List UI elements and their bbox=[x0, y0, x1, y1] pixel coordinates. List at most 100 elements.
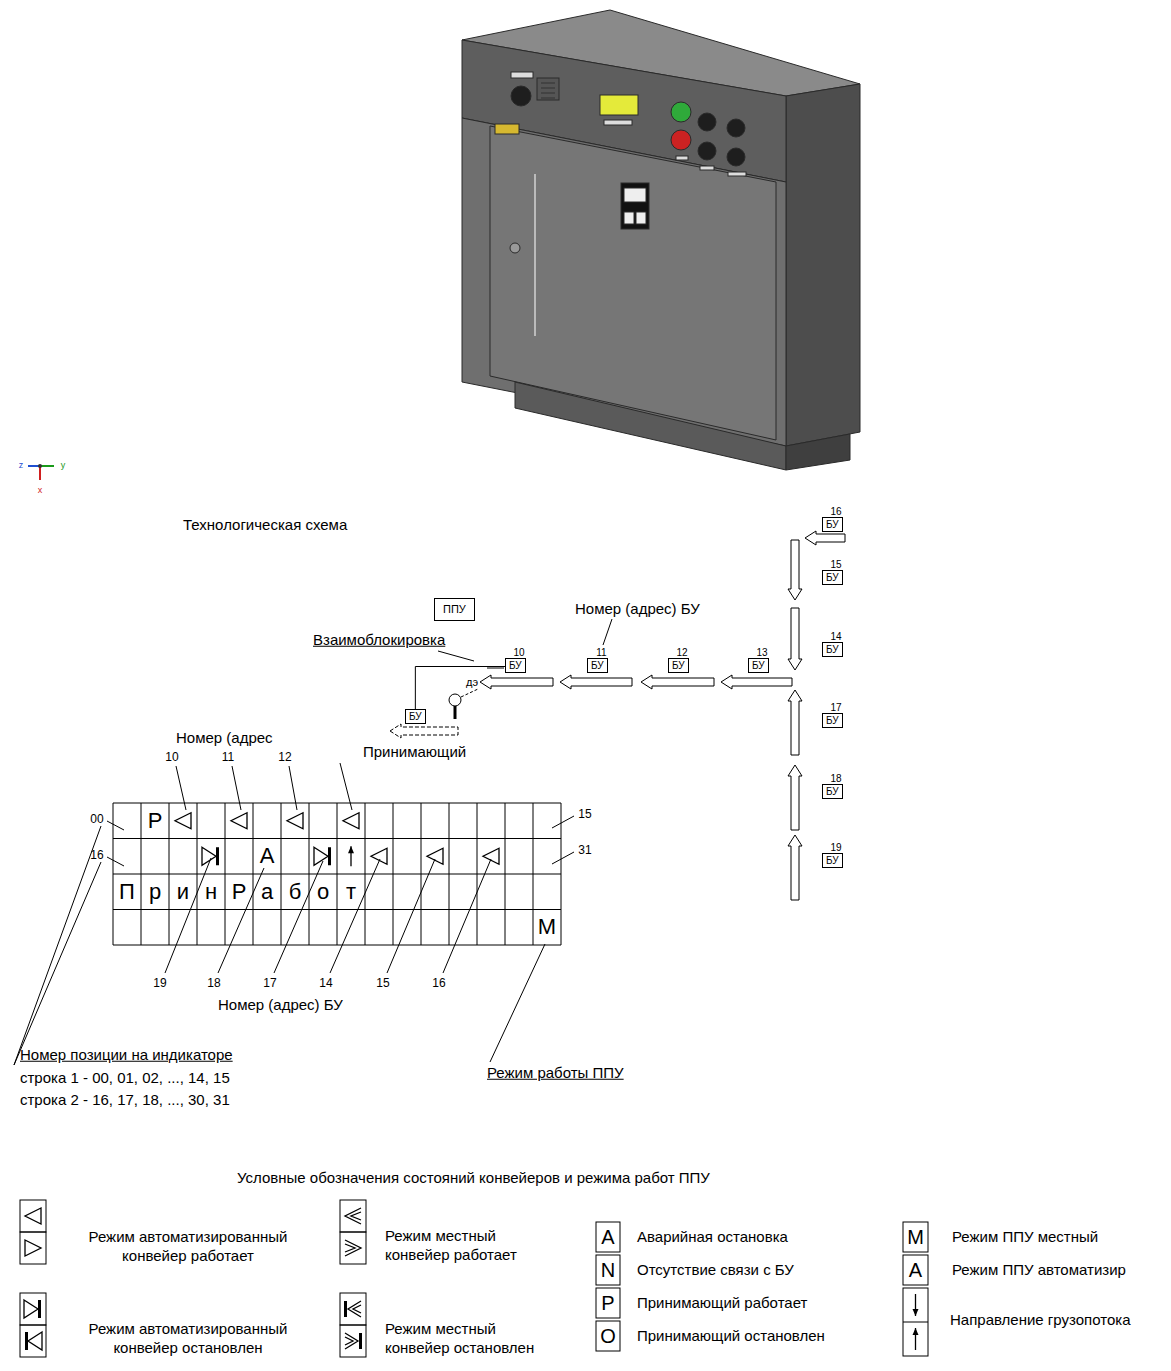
callout-number: 19 bbox=[153, 977, 166, 990]
unit-address: 14 bbox=[831, 632, 842, 643]
unit-name: БУ bbox=[509, 660, 522, 671]
state-symbol bbox=[483, 848, 499, 864]
indicator-cell: Р bbox=[148, 809, 163, 833]
state-symbol bbox=[371, 848, 387, 864]
indicator-cell: а bbox=[261, 880, 273, 904]
state-symbol bbox=[427, 848, 443, 864]
state-symbol bbox=[345, 1337, 353, 1345]
callout-text: Номер (адрес) БУ bbox=[218, 997, 343, 1014]
state-symbol bbox=[348, 1301, 361, 1317]
state-symbol bbox=[343, 813, 359, 829]
callout-number: 16 bbox=[432, 977, 445, 990]
position-number: 15 bbox=[578, 808, 591, 821]
callout-number: 12 bbox=[278, 751, 291, 764]
stop-bar bbox=[344, 1301, 347, 1317]
conveyor bbox=[788, 835, 802, 900]
conveyor bbox=[560, 675, 632, 689]
unit-name: БУ bbox=[826, 644, 839, 655]
control-unit-box: 11БУ bbox=[587, 658, 608, 673]
interlock-line bbox=[415, 667, 505, 710]
legend-text: Режим местный конвейер остановлен bbox=[385, 1320, 545, 1358]
state-symbol bbox=[345, 1244, 355, 1252]
state-symbol bbox=[345, 1208, 361, 1224]
conveyor bbox=[641, 675, 714, 689]
indicator-cell: и bbox=[177, 880, 189, 904]
note-text: строка 1 - 00, 01, 02, ..., 14, 15 bbox=[20, 1070, 230, 1087]
state-symbol bbox=[345, 1240, 361, 1256]
legend-letter: А bbox=[601, 1226, 614, 1248]
stop-bar bbox=[216, 847, 219, 865]
legend-letter: М bbox=[907, 1226, 924, 1248]
indicator-grid bbox=[113, 803, 561, 945]
control-unit-box: 16БУ bbox=[822, 517, 843, 532]
unit-name: БУ bbox=[409, 711, 422, 722]
indicator-cell: П bbox=[119, 880, 135, 904]
grid-line bbox=[113, 945, 561, 946]
conveyor bbox=[788, 765, 802, 830]
callout-number: 11 bbox=[222, 751, 234, 764]
axis-letter: y bbox=[61, 461, 66, 471]
scheme-lines bbox=[438, 619, 612, 719]
scheme-title: Технологическая схема bbox=[183, 517, 347, 534]
state-symbol bbox=[28, 1332, 42, 1350]
unit-address: 15 bbox=[831, 560, 842, 571]
legend-letter: О bbox=[600, 1325, 616, 1347]
unit-address: 11 bbox=[596, 648, 606, 659]
grid-line bbox=[113, 874, 561, 875]
conveyor bbox=[805, 531, 845, 545]
axis-letter: x bbox=[38, 486, 43, 496]
state-symbol bbox=[231, 813, 247, 829]
legend-text: Принимающий остановлен bbox=[637, 1327, 825, 1346]
state-symbol bbox=[25, 1240, 41, 1256]
state-symbols bbox=[24, 531, 919, 1350]
legend-text: Режим ППУ местный bbox=[952, 1228, 1098, 1247]
conveyor bbox=[788, 608, 802, 670]
indicator-cell: А bbox=[260, 844, 275, 868]
control-unit-box: 15БУ bbox=[822, 570, 843, 585]
sensor-label: дэ bbox=[466, 676, 478, 688]
indicator-cell: н bbox=[205, 880, 217, 904]
callout-text: Номер (адрес bbox=[176, 730, 273, 747]
state-symbol bbox=[345, 1333, 358, 1349]
axis-letter: z bbox=[19, 461, 24, 471]
unit-name: БУ bbox=[826, 786, 839, 797]
stop-bar bbox=[38, 1300, 41, 1318]
grid-line bbox=[113, 838, 561, 839]
grid-line bbox=[113, 803, 561, 804]
control-unit-box: 10БУ bbox=[505, 658, 526, 673]
unit-address: 10 bbox=[514, 648, 525, 659]
callout-text: Режим работы ППУ bbox=[487, 1065, 624, 1082]
state-symbol bbox=[351, 1212, 361, 1220]
callout-number: 17 bbox=[263, 977, 276, 990]
callout-number: 10 bbox=[165, 751, 178, 764]
note-text: строка 2 - 16, 17, 18, ..., 30, 31 bbox=[20, 1092, 230, 1109]
indicator-cell: р bbox=[149, 880, 161, 904]
state-symbol bbox=[25, 1208, 41, 1224]
callout-number: 14 bbox=[319, 977, 332, 990]
leader-lines bbox=[14, 763, 574, 1065]
unit-address: 18 bbox=[831, 774, 842, 785]
state-symbol bbox=[287, 813, 303, 829]
unit-name: БУ bbox=[826, 715, 839, 726]
control-panel-box: ППУ bbox=[434, 598, 475, 621]
legend-letter: Р bbox=[601, 1292, 614, 1314]
callout-number: 18 bbox=[207, 977, 220, 990]
indicator-cell: т bbox=[346, 880, 356, 904]
conveyor bbox=[480, 675, 553, 689]
stop-bar bbox=[25, 1332, 28, 1350]
stop-bar bbox=[359, 1333, 362, 1349]
axis-icon bbox=[28, 464, 54, 480]
indicator-cell: М bbox=[538, 915, 556, 939]
position-number: 00 bbox=[90, 813, 103, 826]
control-cabinet bbox=[462, 10, 860, 470]
state-symbol bbox=[202, 847, 216, 865]
state-symbol bbox=[353, 1305, 361, 1313]
control-unit-box: 17БУ bbox=[822, 713, 843, 728]
unit-name: ППУ bbox=[443, 603, 466, 615]
control-unit-box: 13БУ bbox=[748, 658, 769, 673]
indicator-cell: о bbox=[317, 880, 329, 904]
callout-number: 15 bbox=[376, 977, 389, 990]
unit-name: БУ bbox=[591, 660, 604, 671]
control-unit-box: 14БУ bbox=[822, 642, 843, 657]
legend-text: Аварийная остановка bbox=[637, 1228, 788, 1247]
